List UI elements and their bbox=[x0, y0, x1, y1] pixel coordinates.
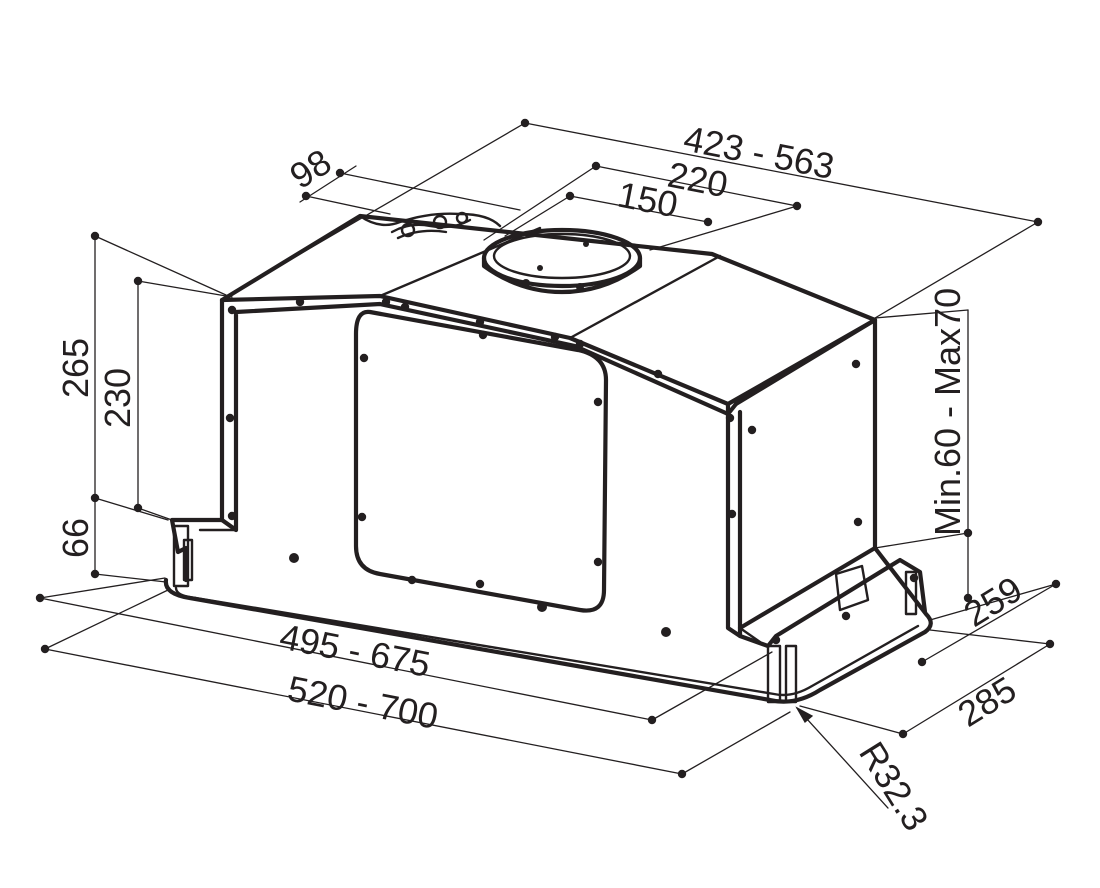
cable-bundle bbox=[358, 211, 502, 240]
mounting-bracket-left bbox=[172, 524, 194, 588]
spigot-offset-label: 98 bbox=[283, 141, 339, 197]
corner-radius-label: R32.3 bbox=[851, 735, 937, 838]
lower-height-label: 66 bbox=[55, 518, 96, 558]
hood-body bbox=[163, 213, 933, 704]
screw-dots bbox=[225, 297, 919, 645]
mounting-bracket-rear-right bbox=[834, 564, 918, 616]
total-height-label: 265 bbox=[55, 338, 96, 398]
mounting-bracket-front-right bbox=[766, 644, 798, 704]
body-height-label: 230 bbox=[97, 368, 138, 428]
height-adjust-label: Min.60 - Max70 bbox=[927, 288, 968, 536]
dimension-lines bbox=[39, 122, 1057, 809]
dimension-dots bbox=[35, 118, 1061, 779]
outer-depth-label: 285 bbox=[951, 668, 1024, 735]
spigot bbox=[481, 227, 643, 295]
